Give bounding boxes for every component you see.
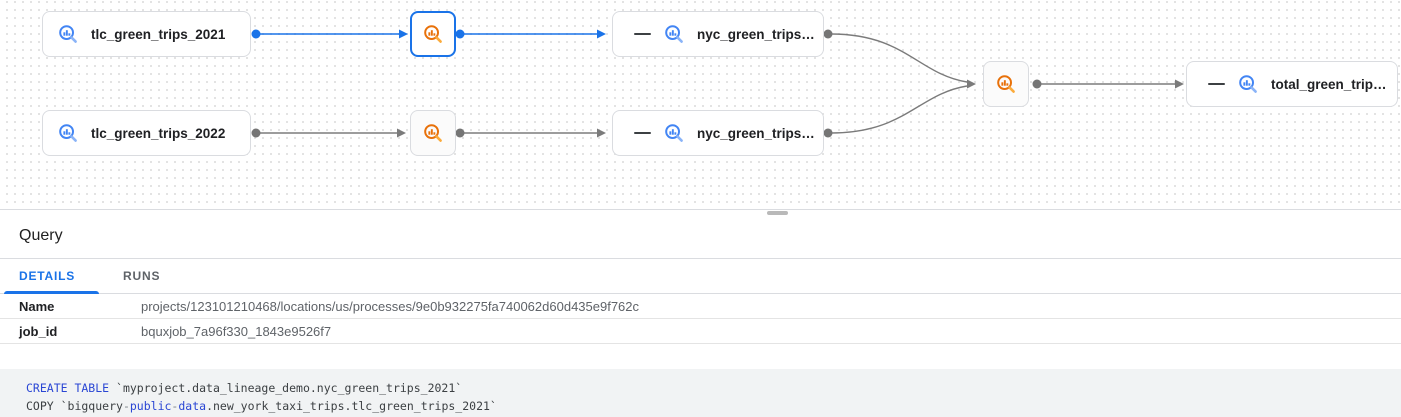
lineage-edges [251,29,1184,138]
field-value: projects/123101210468/locations/us/proce… [141,298,640,314]
field-label: job_id [19,323,58,339]
field-value: bquxjob_7a96f330_1843e9526f7 [141,323,332,339]
port-tlc2021-out [251,29,261,39]
field-row-name: Name projects/123101210468/locations/us/… [0,294,1401,319]
port-nyc2022-out [823,128,833,138]
lineage-canvas[interactable]: tlc_green_trips_2021 tlc_green_trips_202… [0,0,1401,210]
node-tlc-green-trips-2022[interactable]: tlc_green_trips_2022 [42,110,251,156]
node-nyc-green-trips-2022[interactable]: nyc_green_trips… [612,110,824,156]
bigquery-job-icon [424,124,442,142]
node-label: total_green_trip… [1271,76,1387,92]
collapse-columns-icon[interactable] [634,32,651,36]
node-process-query-3[interactable] [983,61,1029,107]
node-tlc-green-trips-2021[interactable]: tlc_green_trips_2021 [42,11,251,57]
node-label: nyc_green_trips… [697,125,815,141]
field-label: Name [19,298,55,314]
panel-title: Query [19,227,63,244]
node-label: nyc_green_trips… [697,26,815,42]
port-tlc2022-out [251,128,261,138]
bigquery-table-icon [1239,75,1257,93]
details-panel: Query DETAILS RUNS Name projects/1231012… [0,211,1401,417]
sql-code: CREATE TABLE `myproject.data_lineage_dem… [0,369,1401,417]
node-process-query-2[interactable] [410,110,456,156]
tab-runs[interactable]: RUNS [123,269,161,283]
panel-resize-handle[interactable] [767,211,788,215]
bigquery-table-icon [665,124,683,142]
bigquery-job-icon [424,25,442,43]
bigquery-table-icon [59,25,77,43]
port-process2-out [455,128,465,138]
port-process1-out [455,29,465,39]
port-nyc2021-out [823,29,833,39]
node-nyc-green-trips-2021[interactable]: nyc_green_trips… [612,11,824,57]
tab-bar: DETAILS RUNS [0,259,1401,294]
node-label: tlc_green_trips_2022 [91,125,226,141]
divider [0,258,1401,259]
bigquery-table-icon [665,25,683,43]
node-total-green-trips[interactable]: total_green_trip… [1186,61,1398,107]
field-row-job-id: job_id bquxjob_7a96f330_1843e9526f7 [0,319,1401,344]
collapse-columns-icon[interactable] [634,131,651,135]
node-process-query-selected[interactable] [410,11,456,57]
bigquery-table-icon [59,124,77,142]
node-label: tlc_green_trips_2021 [91,26,226,42]
collapse-columns-icon[interactable] [1208,82,1225,86]
bigquery-job-icon [997,75,1015,93]
tab-details[interactable]: DETAILS [4,259,100,294]
port-process3-out [1032,79,1042,89]
